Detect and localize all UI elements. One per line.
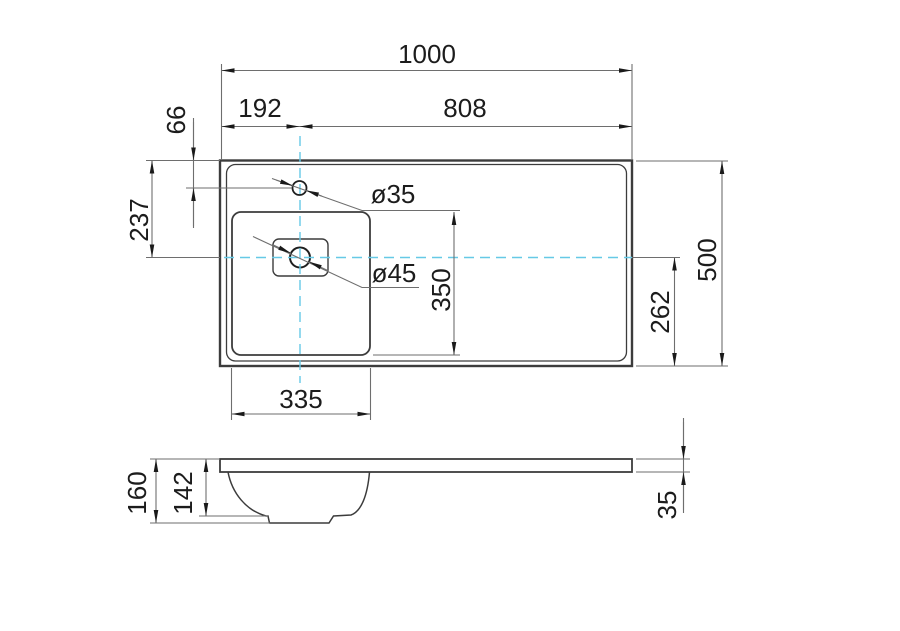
side-view [219,458,633,524]
dim-faucet-from-top-label: 66 [161,106,191,135]
dim-drain-hole-diameter-label: ø45 [372,258,417,288]
dim-overall-width-label: 1000 [398,39,456,69]
dim-basin-depth-label: 142 [168,471,198,514]
dimension-basin-depth: 142 [168,459,268,517]
dimension-drain-hole-diameter: ø45 [252,236,419,289]
countertop-slab-profile [219,458,633,473]
dim-faucet-offset-left-label: 192 [238,93,281,123]
dimension-overall-height: 160 [122,458,270,524]
dim-rim-thickness-label: 35 [652,491,682,520]
dim-overall-depth-label: 500 [692,238,722,281]
dim-faucet-hole-diameter-label: ø35 [371,179,416,209]
dimension-centerline-from-bottom: 262 [632,256,680,366]
dimension-basin-length: 350 [373,212,460,356]
dimension-faucet-from-top: 66 [146,106,292,228]
faucet-hole [291,180,308,196]
dimension-overall-depth: 500 [636,160,728,367]
dim-basin-width-label: 335 [279,384,322,414]
dim-overall-height-label: 160 [122,471,152,514]
countertop-outer-edge [218,159,634,368]
dimension-overall-width: 1000 [220,39,633,160]
dimension-basin-width: 335 [230,368,372,420]
dimension-rim-thickness: 35 [636,418,690,519]
countertop-inner-edge [225,163,628,362]
dim-faucet-offset-right-label: 808 [443,93,486,123]
dimension-drain-from-top: 237 [124,160,220,259]
dimension-faucet-hole-diameter: ø35 [271,177,460,212]
dim-centerline-from-bottom-label: 262 [645,290,675,333]
dim-drain-from-top-label: 237 [124,198,154,241]
basin-profile [227,471,371,524]
dim-basin-length-label: 350 [426,268,456,311]
top-view [218,136,634,383]
basin-outline [231,211,371,356]
dimension-faucet-offsets: 192 808 [221,93,632,129]
